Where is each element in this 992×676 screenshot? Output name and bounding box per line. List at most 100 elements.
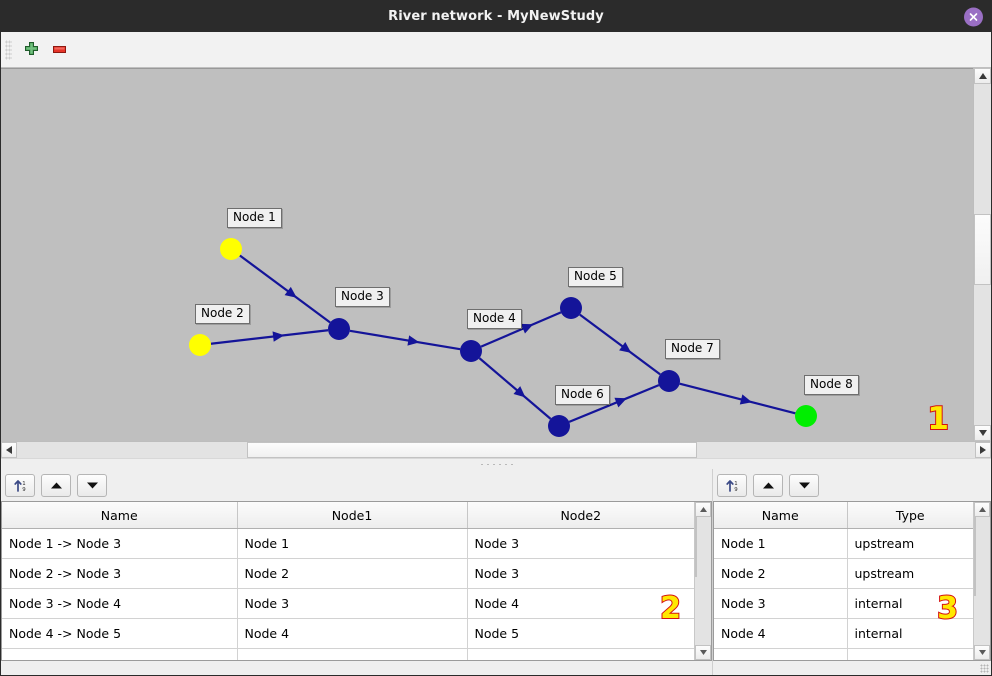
reaches-table-cell[interactable]: Node 5 [467, 618, 694, 649]
graph-edge[interactable] [568, 384, 660, 423]
reaches-table-column-header[interactable]: Node2 [467, 502, 694, 529]
nodes-table-cell[interactable]: upstream [847, 528, 973, 559]
reaches-table-cell[interactable]: Node 3 [237, 588, 468, 619]
graph-edge[interactable] [579, 313, 661, 376]
graph-node-label-node-2[interactable]: Node 2 [195, 304, 250, 324]
nodes-vscroll-track[interactable] [974, 517, 990, 645]
nodes-move-down-button[interactable] [789, 473, 819, 497]
nodes-vscroll-thumb[interactable] [974, 517, 976, 597]
nodes-table-cell[interactable]: Node 1 [714, 528, 848, 559]
graph-vertical-scrollbar[interactable] [973, 68, 991, 441]
graph-vscroll-track[interactable] [974, 84, 991, 425]
graph-node-label-node-4[interactable]: Node 4 [467, 309, 522, 329]
nodes-marker: 3 [936, 591, 959, 626]
reaches-table-cell[interactable]: Node 4 -> Node 5 [2, 618, 238, 649]
titlebar: River network - MyNewStudy [1, 1, 991, 32]
reaches-table-cell[interactable]: Node 3 -> Node 4 [2, 588, 238, 619]
reaches-table-cell[interactable]: Node 3 [467, 558, 694, 589]
graph-node-node-3[interactable] [328, 318, 350, 340]
reaches-table-row-empty[interactable] [2, 648, 694, 660]
graph-edge[interactable] [210, 329, 329, 345]
remove-node-button[interactable] [45, 37, 73, 63]
toolbar-grip[interactable] [5, 39, 12, 60]
reaches-table-cell[interactable]: Node 4 [467, 588, 694, 619]
nodes-table-cell[interactable]: internal [847, 588, 973, 619]
nodes-sort-button[interactable]: 1 9 [717, 473, 747, 497]
graph-canvas[interactable]: Node 1 Node 2 Node 3 Node 4 Node 5 Node 6 Node… [1, 68, 973, 441]
reaches-table-cell[interactable]: Node 2 -> Node 3 [2, 558, 238, 589]
nodes-scroll-up-button[interactable] [974, 502, 990, 517]
nodes-table-cell[interactable]: Node 3 [714, 588, 848, 619]
add-node-button[interactable] [17, 37, 45, 63]
reaches-vertical-scrollbar[interactable] [694, 502, 711, 660]
graph-node-label-node-6[interactable]: Node 6 [555, 385, 610, 405]
close-button[interactable] [964, 7, 983, 26]
reaches-vscroll-track[interactable] [695, 517, 711, 645]
reaches-table-cell[interactable]: Node 1 -> Node 3 [2, 528, 238, 559]
reaches-toolbar: 1 9 [1, 469, 712, 501]
scroll-left-button[interactable] [1, 442, 17, 458]
reaches-vscroll-thumb[interactable] [695, 517, 697, 578]
graph-horizontal-scrollbar[interactable] [1, 441, 991, 458]
graph-node-label-node-1[interactable]: Node 1 [227, 208, 282, 228]
graph-node-node-7[interactable] [658, 370, 680, 392]
nodes-vertical-scrollbar[interactable] [973, 502, 990, 660]
graph-hscroll-track[interactable] [17, 442, 975, 458]
graph-node-node-4[interactable] [460, 340, 482, 362]
reaches-scroll-down-button[interactable] [695, 645, 711, 660]
scroll-down-button[interactable] [974, 425, 991, 441]
nodes-table-column-header[interactable]: Name [714, 502, 848, 529]
reaches-table-cell[interactable]: Node 2 [237, 558, 468, 589]
reaches-table-column-header[interactable]: Node1 [237, 502, 468, 529]
reaches-table-cell[interactable]: Node 4 [237, 618, 468, 649]
graph-edge[interactable] [478, 357, 552, 420]
graph-node-label-node-8[interactable]: Node 8 [804, 375, 859, 395]
reaches-table-cell[interactable]: Node 3 [467, 528, 694, 559]
graph-node-node-1[interactable] [220, 238, 242, 260]
reaches-table-cell[interactable]: Node 1 [237, 528, 468, 559]
reaches-sort-button[interactable]: 1 9 [5, 473, 35, 497]
graph-node-node-8[interactable] [795, 405, 817, 427]
reaches-table-column-header[interactable]: Name [2, 502, 238, 529]
caret-right-icon [980, 446, 986, 454]
nodes-scroll-down-button[interactable] [974, 645, 990, 660]
scroll-right-button[interactable] [975, 442, 991, 458]
reaches-move-up-button[interactable] [41, 473, 71, 497]
graph-edge-arrow [407, 335, 420, 346]
graph-node-label-node-3[interactable]: Node 3 [335, 287, 390, 307]
reaches-move-down-button[interactable] [77, 473, 107, 497]
graph-node-node-5[interactable] [560, 297, 582, 319]
graph-vscroll-thumb[interactable] [974, 213, 991, 286]
graph-edge[interactable] [679, 382, 796, 415]
graph-edge[interactable] [349, 329, 461, 351]
nodes-move-up-button[interactable] [753, 473, 783, 497]
graph-hscroll-thumb[interactable] [246, 442, 698, 458]
resize-grip-icon[interactable] [980, 664, 989, 673]
nodes-table-cell[interactable]: upstream [847, 558, 973, 589]
graph-edge[interactable] [480, 311, 562, 348]
graph-node-label-node-7[interactable]: Node 7 [665, 339, 720, 359]
nodes-table-cell[interactable]: Node 4 [714, 618, 848, 649]
graph-edge[interactable] [239, 254, 331, 324]
nodes-table-row-empty[interactable] [714, 648, 973, 660]
panel-splitter[interactable] [1, 458, 991, 469]
nodes-table-cell[interactable]: Node 2 [714, 558, 848, 589]
reaches-scroll-up-button[interactable] [695, 502, 711, 517]
scroll-up-button[interactable] [974, 68, 991, 84]
nodes-table-cell[interactable]: internal [847, 618, 973, 649]
graph-node-node-2[interactable] [189, 334, 211, 356]
graph-node-node-6[interactable] [548, 415, 570, 437]
nodes-table-column-header[interactable]: Type [847, 502, 973, 529]
graph-node-label-node-5[interactable]: Node 5 [568, 267, 623, 287]
